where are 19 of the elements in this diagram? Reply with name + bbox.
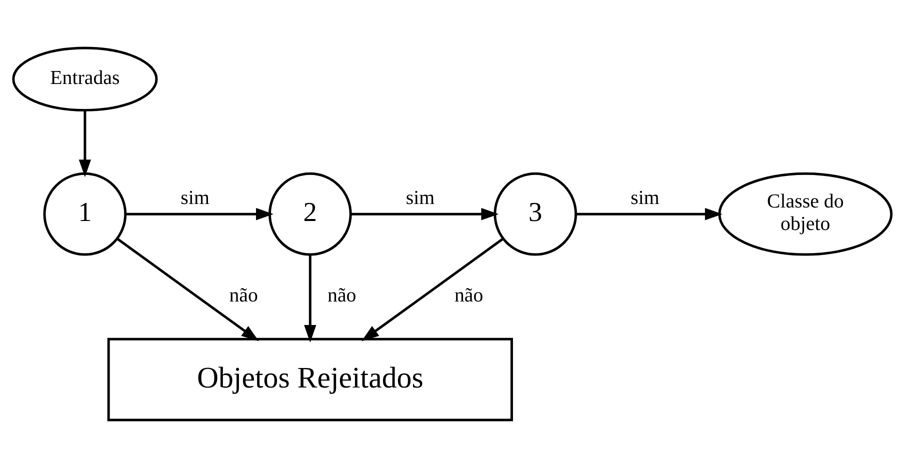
arrow: [126, 208, 274, 220]
node-circle: 1: [43, 172, 127, 256]
edge-label: sim: [630, 186, 660, 209]
node-circle: 3: [494, 172, 578, 256]
node-ellipse: Classe do objeto: [718, 172, 893, 256]
arrow: [304, 254, 316, 342]
edge-label: não: [328, 284, 356, 307]
arrow: [350, 208, 499, 220]
arrow: [362, 238, 504, 342]
arrow: [78, 110, 92, 178]
edge-label: sim: [180, 186, 210, 209]
node-circle: 2: [268, 172, 352, 256]
node-box: Objetos Rejeitados: [107, 338, 513, 422]
arrow: [116, 238, 259, 342]
edge-label: não: [454, 284, 484, 307]
arrow: [576, 208, 722, 220]
edge-label: sim: [406, 186, 435, 209]
edge-label: não: [229, 284, 258, 307]
node-ellipse: Entradas: [12, 46, 158, 112]
